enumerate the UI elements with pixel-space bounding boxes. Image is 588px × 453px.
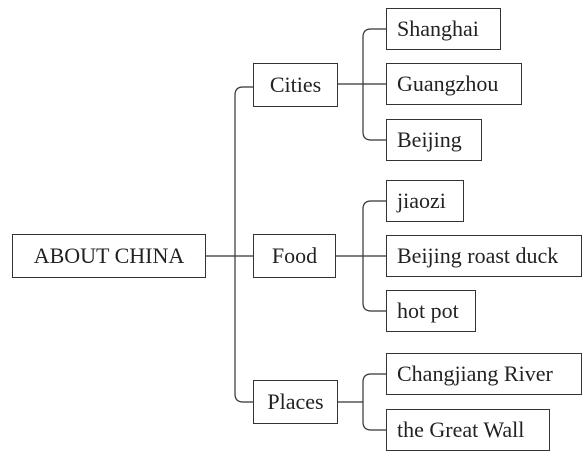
leaf-node-jiaozi: jiaozi <box>386 180 464 222</box>
leaf-node-shanghai: Shanghai <box>386 8 501 50</box>
connector-root-branches <box>206 86 253 403</box>
branch-node-places: Places <box>253 380 338 424</box>
connector-places-leaves <box>338 373 386 431</box>
root-node: ABOUT CHINA <box>12 234 206 278</box>
leaf-node-guangzhou: Guangzhou <box>386 63 522 105</box>
leaf-node-changjiang-river: Changjiang River <box>386 353 582 395</box>
leaf-node-great-wall: the Great Wall <box>386 409 550 451</box>
branch-node-cities: Cities <box>253 63 338 107</box>
connector-food-leaves <box>336 200 386 312</box>
leaf-node-hot-pot: hot pot <box>386 290 476 332</box>
leaf-node-beijing-roast-duck: Beijing roast duck <box>386 235 582 277</box>
connector-cities-leaves <box>338 28 386 141</box>
branch-node-food: Food <box>253 234 336 278</box>
leaf-node-beijing: Beijing <box>386 119 482 161</box>
